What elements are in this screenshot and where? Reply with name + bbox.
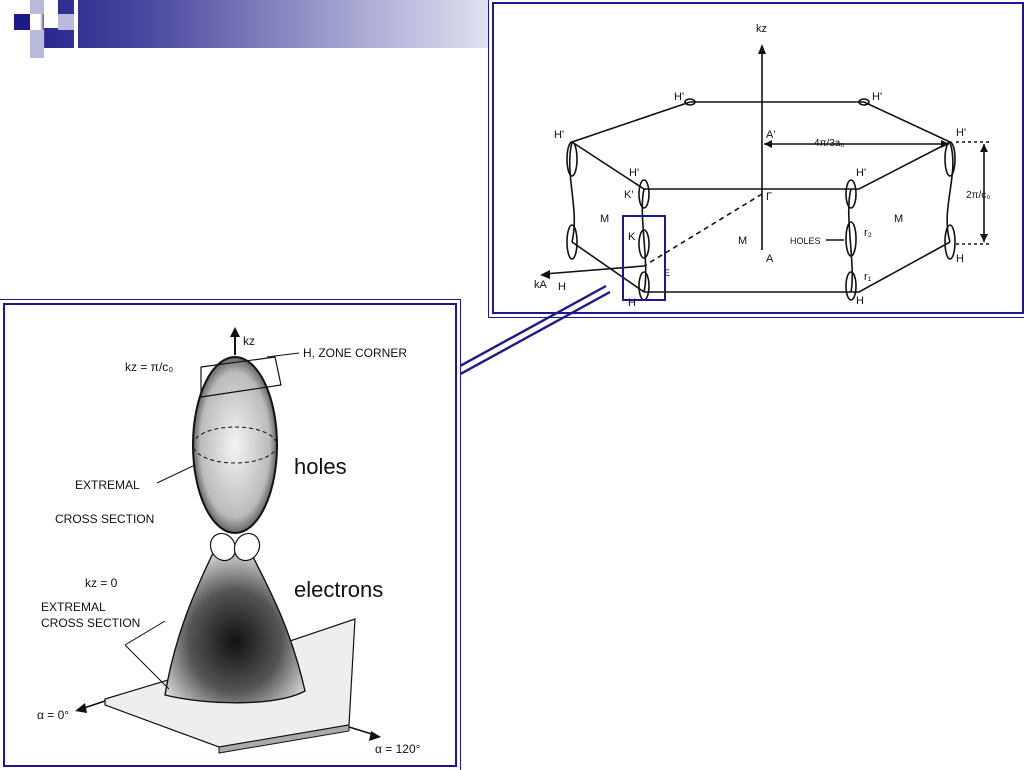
label-m-center: M bbox=[738, 235, 747, 247]
label-h-prime-1: H' bbox=[674, 91, 684, 103]
fermi-surface-figure: kz kz = π/c₀ H, ZONE CORNER EXTREMAL CRO… bbox=[3, 303, 457, 767]
caption-electrons: electrons bbox=[294, 577, 384, 602]
fs-label-kz-pi: kz = π/c₀ bbox=[125, 360, 173, 374]
label-e: E bbox=[664, 268, 670, 278]
brillouin-zone-svg: kz kA H' H' H' H' H' H' A' 4π/3a₀ 2π/c₀ … bbox=[534, 23, 990, 309]
label-k: K bbox=[628, 231, 636, 243]
highlight-box bbox=[622, 215, 666, 301]
ka-arrowhead bbox=[540, 270, 550, 279]
label-m-left: M bbox=[600, 213, 609, 225]
kz-arrowhead bbox=[758, 44, 766, 54]
fs-label-cross-section-2: CROSS SECTION bbox=[41, 616, 140, 630]
label-a-prime: A' bbox=[766, 129, 775, 141]
hole-ellipse bbox=[858, 98, 870, 106]
left-side-edge bbox=[568, 141, 576, 243]
label-kz: kz bbox=[756, 23, 767, 35]
hole-ellipse bbox=[944, 141, 956, 177]
label-m-right: M bbox=[894, 213, 903, 225]
label-h-prime-6: H' bbox=[856, 167, 866, 179]
hole-ellipse bbox=[638, 179, 650, 209]
front-right-edge bbox=[847, 188, 854, 293]
fs-label-alpha-0: α = 0° bbox=[37, 708, 69, 722]
label-gamma: Γ bbox=[766, 191, 772, 203]
brillouin-zone-figure: kz kA H' H' H' H' H' H' A' 4π/3a₀ 2π/c₀ … bbox=[492, 2, 1024, 314]
hole-ellipse bbox=[566, 224, 578, 260]
corner-decoration bbox=[0, 0, 500, 64]
label-a: A bbox=[766, 253, 774, 265]
caption-holes: holes bbox=[294, 454, 347, 479]
hole-ellipse bbox=[845, 179, 857, 209]
electron-surface bbox=[164, 548, 306, 704]
hole-ellipse bbox=[845, 221, 857, 257]
bottom-hexagon-edge bbox=[571, 241, 951, 293]
fs-label-alpha-120: α = 120° bbox=[375, 742, 421, 756]
hole-ellipse bbox=[684, 98, 696, 106]
front-left-edge bbox=[641, 188, 647, 293]
fs-label-kz-zero: kz = 0 bbox=[85, 576, 118, 590]
hole-ellipsoid bbox=[192, 356, 278, 534]
hole-ellipse bbox=[638, 229, 650, 259]
label-r2: r₂ bbox=[864, 227, 872, 239]
fs-label-zone-corner: H, ZONE CORNER bbox=[303, 346, 407, 360]
fs-label-kz: kz bbox=[243, 334, 255, 348]
fs-label-cross-section-1: CROSS SECTION bbox=[55, 512, 154, 526]
hole-ellipse bbox=[944, 224, 956, 260]
fs-label-extremal-2: EXTREMAL bbox=[41, 600, 106, 614]
extremal-cross-section bbox=[192, 426, 278, 464]
label-h-prime-5: H' bbox=[629, 167, 639, 179]
label-h-bl: H bbox=[558, 281, 566, 293]
label-dim-top: 4π/3a₀ bbox=[814, 138, 845, 149]
label-holes: HOLES bbox=[790, 236, 821, 246]
label-h-right: H bbox=[956, 253, 964, 265]
label-h-prime-4: H' bbox=[956, 127, 966, 139]
label-dim-side: 2π/c₀ bbox=[966, 190, 990, 201]
label-h-prime-2: H' bbox=[872, 91, 882, 103]
right-side-edge bbox=[946, 141, 954, 243]
fermi-surface-svg: kz kz = π/c₀ H, ZONE CORNER EXTREMAL CRO… bbox=[37, 327, 421, 756]
hole-ellipse bbox=[566, 141, 578, 177]
label-ka: kA bbox=[534, 279, 548, 291]
label-h-bm: H bbox=[628, 297, 636, 309]
hole-ellipse bbox=[845, 271, 857, 301]
label-h-prime-3: H' bbox=[554, 129, 564, 141]
label-h-br: H bbox=[856, 295, 864, 307]
fs-label-extremal-1: EXTREMAL bbox=[75, 478, 140, 492]
label-r1: r₁ bbox=[864, 271, 872, 283]
ka-axis-line bbox=[543, 265, 645, 275]
label-k-prime: K' bbox=[624, 189, 633, 201]
